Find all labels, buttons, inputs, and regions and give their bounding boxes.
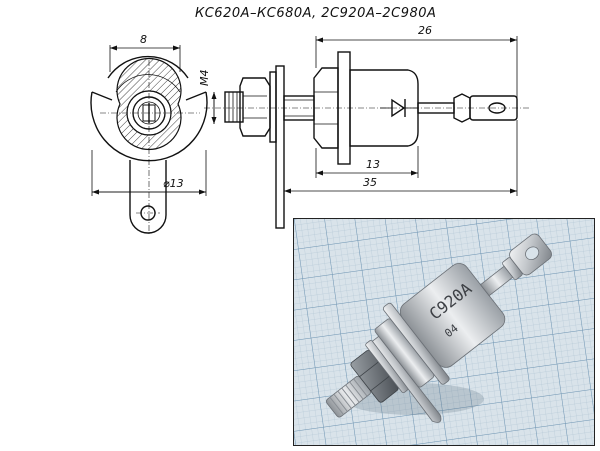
- front-view: 8 ⌀13: [90, 33, 208, 235]
- side-view: 26 M4: [198, 24, 530, 229]
- dim-body-length: 13: [366, 158, 380, 171]
- component-photo: С920А 04: [293, 218, 595, 446]
- dim-overall-length: 26: [418, 24, 432, 37]
- dim-thread: M4: [198, 70, 211, 87]
- dim-front-diameter: ⌀13: [163, 177, 184, 190]
- dim-front-width: 8: [140, 33, 147, 46]
- drawing-title: КС620А–КС680А, 2С920А–2С980А: [195, 6, 436, 21]
- photo-image: С920А 04: [294, 219, 594, 445]
- dim-flange-to-end: 35: [363, 176, 377, 189]
